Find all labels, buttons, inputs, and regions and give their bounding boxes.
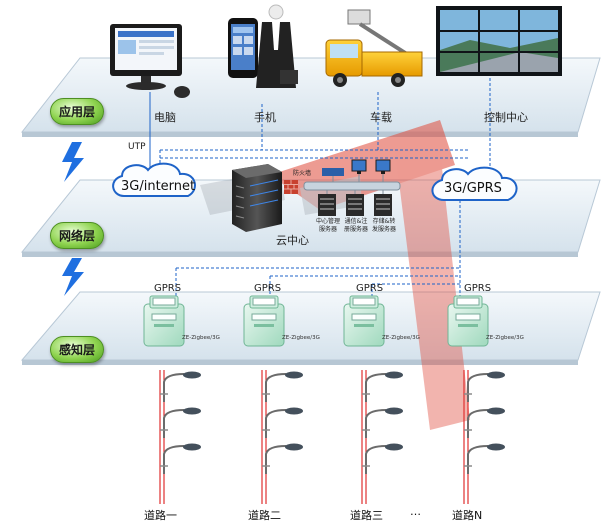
firewall-icon [284,180,298,194]
application-servers-icon [318,190,392,216]
device-label-3: ZE-Zigbee/3G [382,335,420,341]
cloud-label-internet: 3G/internet [121,179,196,194]
server-label-1: 中心管理服务器 [316,218,341,233]
internet-cloud-icon [112,162,196,197]
control-center-videowall-icon [436,6,562,76]
device-label-1: ZE-Zigbee/3G [182,335,220,341]
concentrator-device-icon [143,295,489,347]
cloud-label-gprs: 3G/GPRS [444,181,502,196]
utp-link-label: UTP [128,142,146,152]
gprs-label-4: GPRS [464,283,492,294]
street-lamp-icons [160,371,505,474]
device-label-2: ZE-Zigbee/3G [282,335,320,341]
street-lamp-icon [464,371,505,402]
app-label-computer: 电脑 [154,111,176,124]
road-power-lines [159,370,469,504]
road-label-ellipsis: … [410,505,421,518]
device-label-4: ZE-Zigbee/3G [486,335,524,341]
street-lamp-icon [362,407,403,438]
layer-tag-network: 网络层 [50,222,105,249]
workstation-monitor-icon [351,159,391,182]
street-lamp-icon [262,371,303,402]
businessman-icon [256,4,298,88]
street-lamp-icon [262,443,303,474]
layer-tag-application: 应用层 [50,98,105,125]
network-switch-icon [303,168,401,191]
gprs-label-1: GPRS [154,283,182,294]
firewall-label: 防火墙 [293,170,312,177]
street-lamp-icon [160,407,201,438]
perception-layer-plate [20,291,601,365]
street-lamp-icon [262,407,303,438]
street-lamp-icon [464,407,505,438]
street-lamp-icon [362,371,403,402]
gprs-label-2: GPRS [254,283,282,294]
wireless-bolt-icon [62,142,84,296]
road-label-2: 道路二 [248,509,281,522]
road-label-1: 道路一 [144,509,177,522]
app-label-phone: 手机 [254,111,276,124]
computer-icon [110,24,190,98]
road-label-n: 道路N [452,509,483,522]
vehicle-truck-icon [325,9,423,87]
cloud-center-label: 云中心 [276,234,309,247]
mobile-phone-icon [228,18,258,78]
layer-tag-perception: 感知层 [50,336,105,363]
app-label-vehicle: 车载 [370,111,392,124]
street-lamp-icon [160,443,201,474]
watermark-logo [200,120,470,430]
gprs-cloud-icon [431,166,518,201]
gprs-label-3: GPRS [356,283,384,294]
cloud-server-rack-icon [232,164,282,232]
street-lamp-icon [160,371,201,402]
street-lamp-icon [362,443,403,474]
app-label-control-center: 控制中心 [484,111,528,124]
server-label-2: 通信&注册服务器 [344,218,369,233]
street-lamp-icon [464,443,505,474]
server-label-3: 存储&转发服务器 [372,218,397,233]
network-links [149,78,491,300]
road-label-3: 道路三 [350,509,383,522]
